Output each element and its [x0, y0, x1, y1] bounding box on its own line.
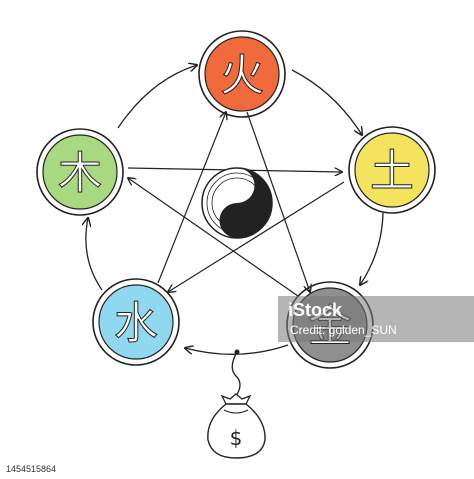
fire-color-disc — [204, 36, 280, 112]
money-bag-icon: $ — [207, 349, 266, 459]
star-arrow-metal-wood — [128, 178, 299, 297]
watermark-credit: Credit: golden_SUN — [290, 323, 397, 337]
water-color-disc — [98, 284, 174, 360]
watermark-title: iStock — [288, 300, 343, 320]
element-wood: 木 — [36, 128, 124, 216]
dollar-sign: $ — [230, 426, 243, 450]
star-arrow-fire-metal — [246, 111, 310, 292]
cycle-arrow-fire-earth — [291, 69, 362, 135]
yin-yang-icon — [201, 167, 273, 239]
cycle-arrow-water-wood — [86, 218, 103, 291]
water-glyph: 水 — [114, 298, 158, 349]
wood-color-disc — [42, 134, 118, 210]
element-fire: 火 — [198, 30, 286, 118]
star-arrow-water-fire — [157, 112, 226, 284]
earth-glyph: 土 — [370, 146, 414, 197]
stock-watermark: iStock Credit: golden_SUN — [278, 296, 474, 342]
earth-color-disc — [354, 132, 430, 208]
wood-glyph: 木 — [58, 148, 102, 199]
element-earth: 土 — [348, 126, 436, 214]
generating-cycle — [86, 65, 384, 355]
fire-glyph: 火 — [220, 50, 264, 101]
star-arrow-earth-water — [168, 181, 345, 292]
cycle-arrow-earth-metal — [360, 212, 384, 285]
cycle-arrow-wood-fire — [117, 65, 197, 129]
element-water: 水 — [92, 278, 180, 366]
stock-image-id: 1454515864 — [4, 463, 59, 475]
